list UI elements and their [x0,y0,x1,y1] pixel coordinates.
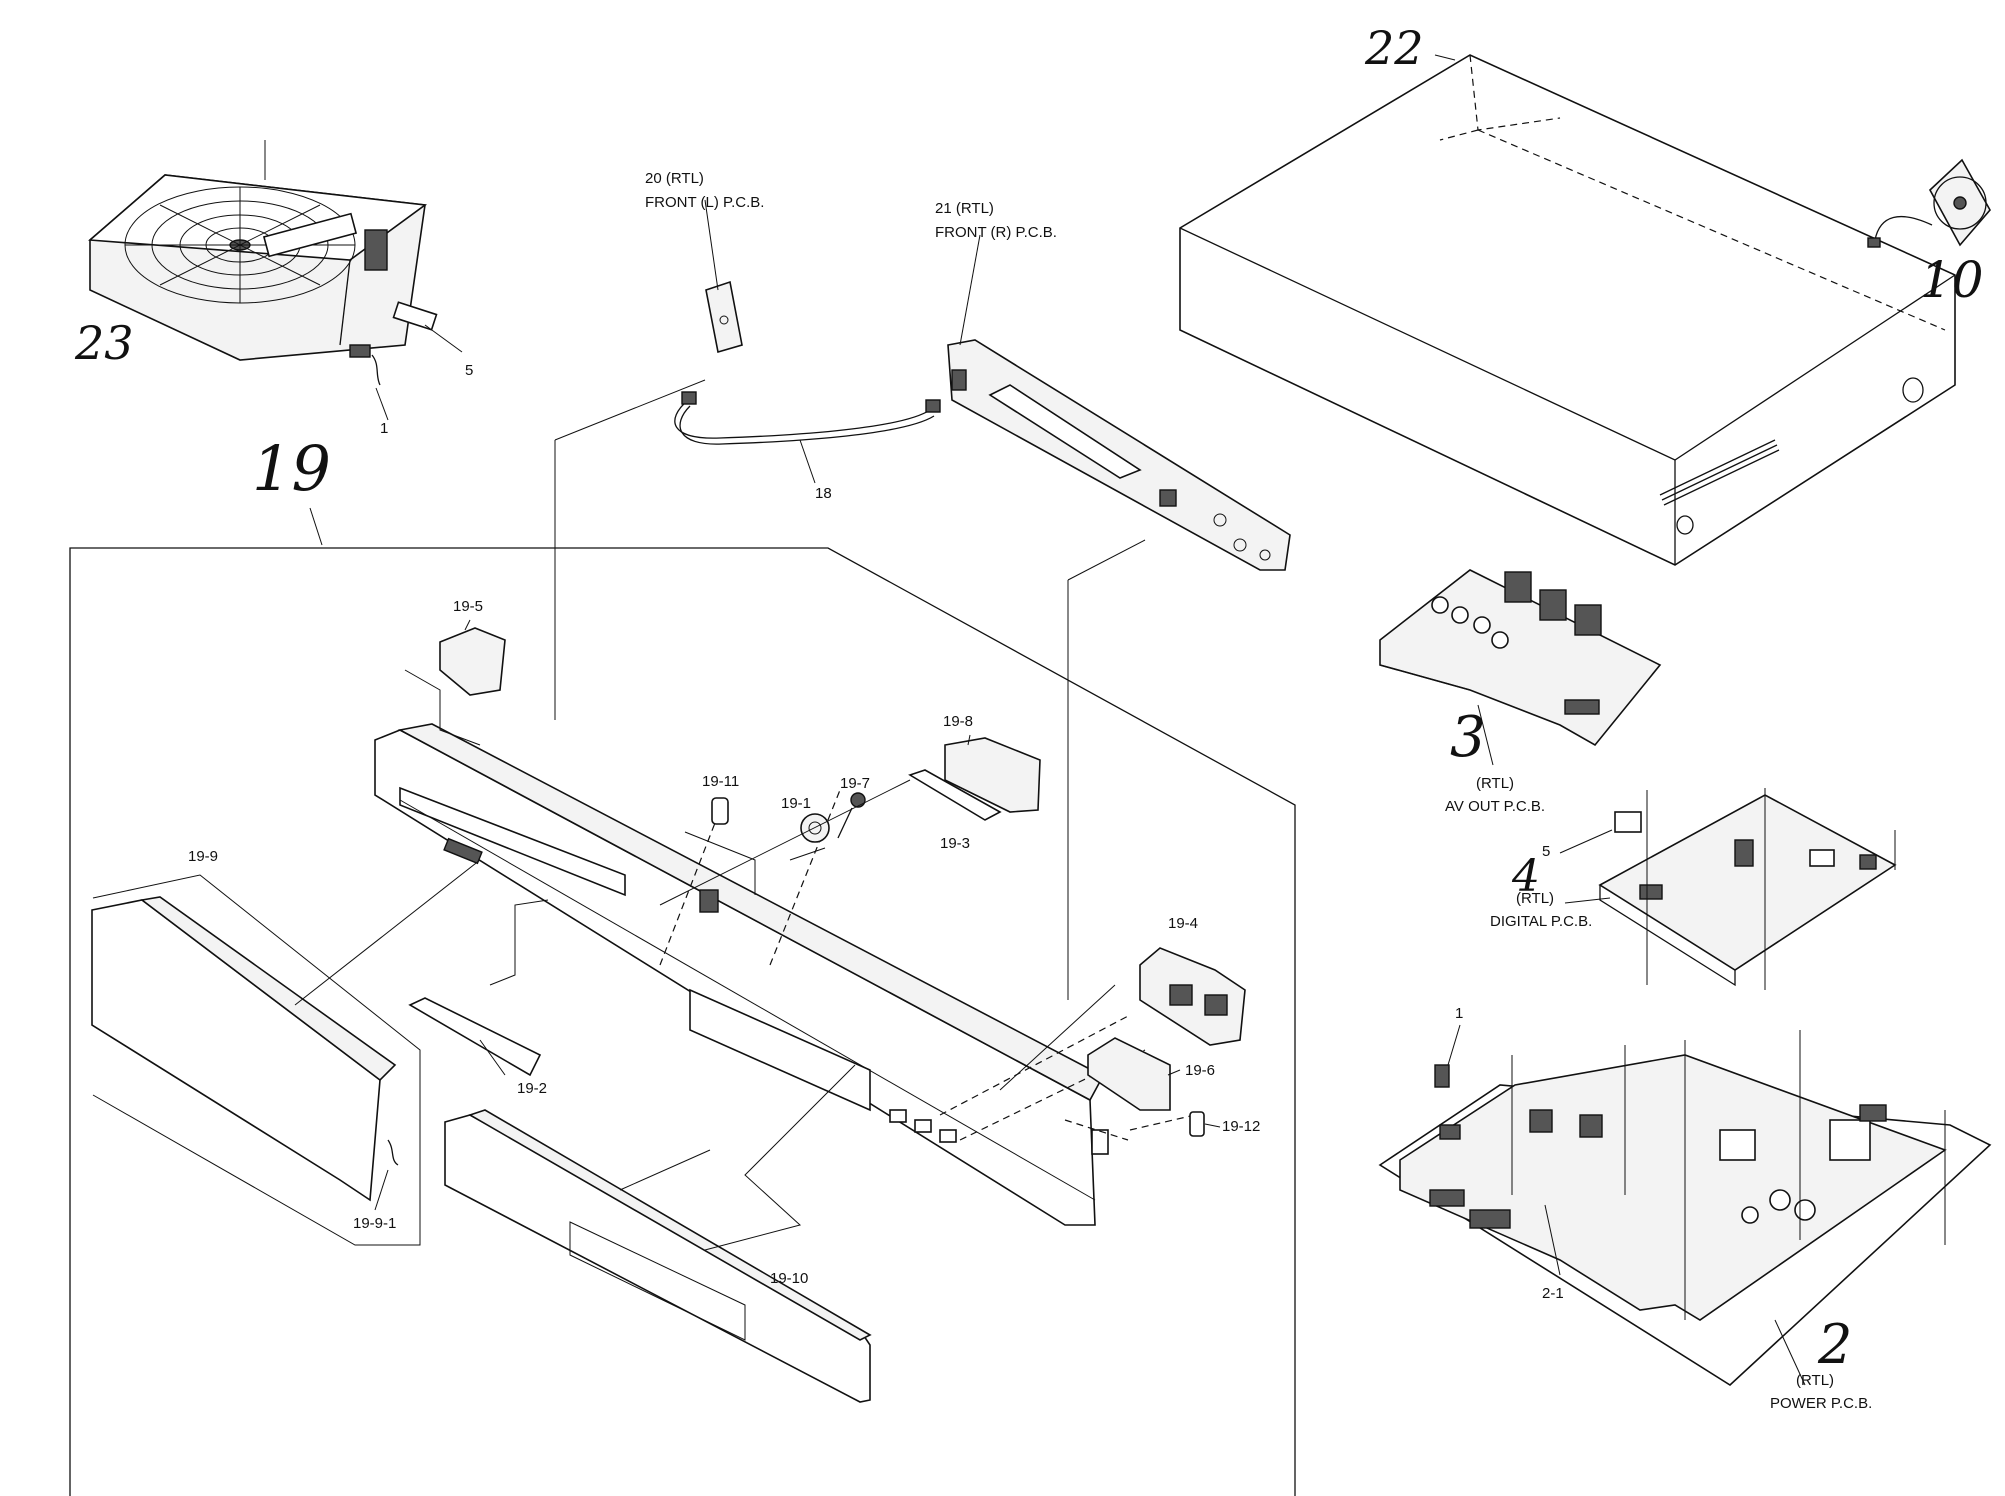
label-part-19-5: 19-5 [453,598,484,615]
handwritten-3: 3 [1450,705,1486,770]
handwritten-10: 10 [1920,251,1984,309]
label-part-19-7: 19-7 [840,775,871,792]
label-part-1-drive: 1 [380,420,389,437]
label-part-1-power: 1 [1455,1005,1464,1022]
front-r-pcb-21 [947,234,1291,571]
label-part-19-9-1: 19-9-1 [353,1215,397,1232]
part-19-9 [91,859,481,1246]
part-19-2 [408,899,549,1077]
av-out-pcb-3 [1379,569,1662,766]
part-19-7 [837,792,866,839]
label-part-20: 20 (RTL) [645,170,704,187]
handwritten-22: 22 [1365,21,1424,75]
part-19-3 [659,769,1002,906]
label-part-4-rtl: (RTL) [1515,890,1555,907]
label-part-18: 18 [815,485,832,502]
part-19-6 [1087,1037,1181,1111]
label-part-19-1: 19-1 [781,795,812,812]
label-part-5-digital: 5 [1542,843,1551,860]
front-l-pcb-20 [704,199,743,354]
label-part-19-8: 19-8 [943,713,974,730]
label-part-19-12: 19-12 [1222,1118,1261,1135]
digital-pcb-4 [1559,788,1897,990]
front-panel-body [374,723,1109,1226]
disc-drive-23 [88,140,463,421]
label-part-19-11: 19-11 [702,773,740,790]
label-part-19-3: 19-3 [940,835,971,852]
part-19-12 [1189,1111,1221,1137]
front-panel-frame-19 [69,507,1296,1496]
label-part-3-rtl: (RTL) [1475,775,1515,792]
part-19-8 [944,734,1041,813]
label-part-21: 21 (RTL) [935,200,994,217]
label-part-2-1: 2-1 [1542,1285,1564,1302]
part-19-4 [999,947,1246,1091]
handwritten-19: 19 [252,432,331,505]
label-part-2-desc: POWER P.C.B. [1770,1395,1873,1412]
label-part-20-desc: FRONT (L) P.C.B. [645,194,765,211]
part-19-11 [684,797,756,895]
top-cover-22 [1179,54,1956,566]
label-part-19-6: 19-6 [1185,1062,1216,1079]
label-part-5-drive: 5 [465,362,474,379]
label-part-19-2: 19-2 [517,1080,548,1097]
label-part-4-desc: DIGITAL P.C.B. [1490,913,1593,930]
label-part-21-desc: FRONT (R) P.C.B. [935,224,1057,241]
label-part-19-9: 19-9 [188,848,219,865]
label-part-3-desc: AV OUT P.C.B. [1445,798,1546,815]
label-part-19-10: 19-10 [770,1270,809,1287]
part-19-10 [444,1064,872,1403]
power-pcb-2 [1378,1024,1992,1387]
part-19-5 [404,619,506,746]
cable-18 [674,391,941,484]
label-part-2-rtl: (RTL) [1795,1372,1835,1389]
vent-slots [1659,439,1780,506]
handwritten-4: 4 [1512,851,1540,902]
fan-10 [1867,158,1991,248]
handwritten-2: 2 [1818,1313,1853,1376]
handwritten-23: 23 [75,316,134,370]
label-part-19-4: 19-4 [1168,915,1199,932]
